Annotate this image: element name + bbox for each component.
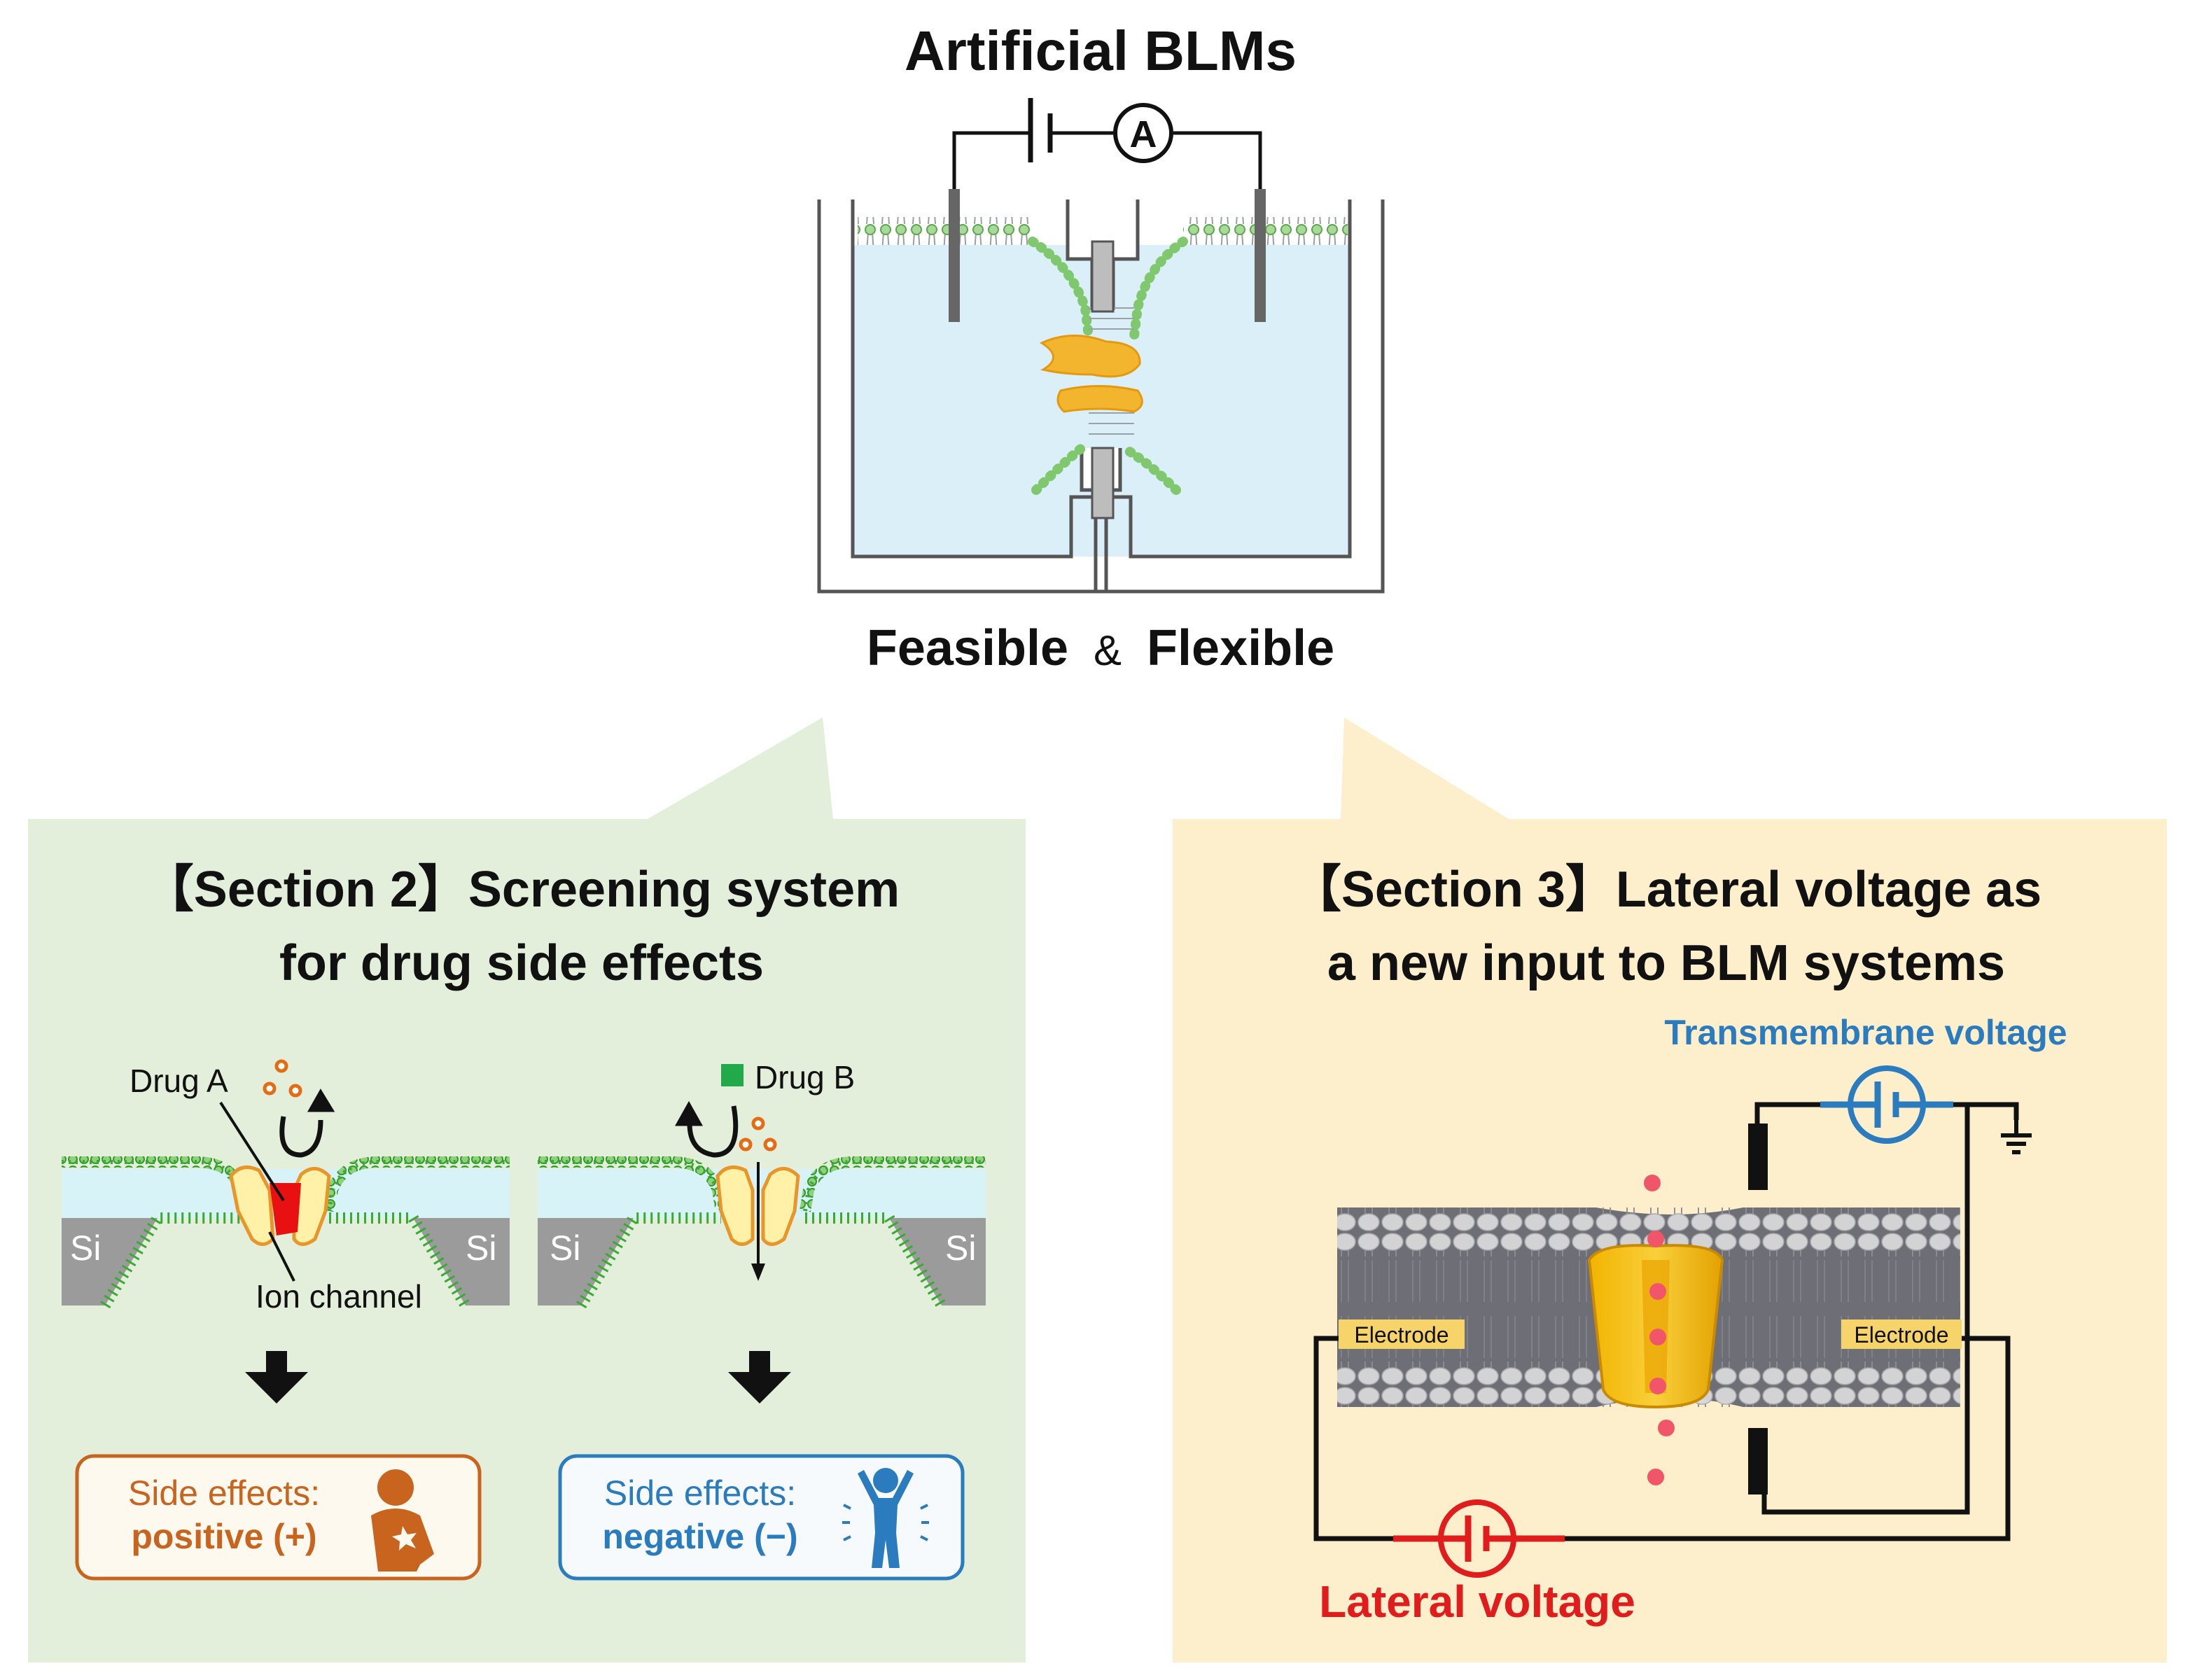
- si-label-a-right: Si: [466, 1228, 496, 1268]
- ion-dots-b: [739, 1116, 777, 1152]
- ion-flow-arrow-icon: [751, 1264, 765, 1281]
- positive-line2: positive (+): [131, 1517, 316, 1556]
- si-block-left-a: [62, 1218, 158, 1306]
- ion-channel-right-half-a: [292, 1167, 331, 1246]
- ammeter-icon: A: [1113, 103, 1173, 163]
- ion-channel-left-half-b: [715, 1166, 755, 1246]
- ion-particles: [1644, 1175, 1675, 1485]
- down-arrow-icon-b: [728, 1351, 791, 1404]
- sick-person-icon: [371, 1469, 434, 1572]
- electrode-right-label: Electrode: [1854, 1322, 1948, 1348]
- section3-title-line1: 【Section 3】Lateral voltage as: [1291, 862, 2041, 918]
- septum-electrode-lower: [1091, 447, 1115, 519]
- electrode-left: [949, 189, 960, 322]
- drug-a-block: [270, 1183, 301, 1236]
- negative-side-effect-box: Side effects: negative (−): [558, 1454, 965, 1581]
- bilayer-slopes: [1028, 237, 1188, 495]
- top-vertical-electrode: [1748, 1124, 1768, 1190]
- si-label-a-left: Si: [70, 1228, 101, 1268]
- lateral-circuit: [1313, 1336, 2011, 1541]
- lateral-battery-icon: [1438, 1499, 1516, 1578]
- si-block-left-b: [538, 1218, 634, 1306]
- section2-title-line2: for drug side effects: [279, 935, 764, 991]
- lateral-voltage-label: Lateral voltage: [1319, 1576, 1635, 1627]
- drug-b-square-icon: [721, 1064, 744, 1086]
- battery-icon: [1028, 98, 1053, 162]
- healthy-person-icon: [842, 1468, 929, 1568]
- si-label-b-right: Si: [945, 1228, 976, 1268]
- top-subtitle: Feasible & Flexible: [867, 620, 1334, 676]
- top-title: Artificial BLMs: [905, 20, 1297, 82]
- electrode-left-tag: [1339, 1320, 1465, 1349]
- ion-channel-label: Ion channel: [256, 1278, 422, 1315]
- transmembrane-voltage-label: Transmembrane voltage: [1664, 1013, 2067, 1052]
- drug-b-label: Drug B: [755, 1059, 855, 1096]
- subtitle-feasible: Feasible: [867, 620, 1068, 676]
- ground-icon: [2001, 1120, 2032, 1154]
- deflect-arrow-icon: [675, 1100, 739, 1158]
- electrode-right-tag: [1841, 1320, 1962, 1349]
- blocked-arrow-icon: [279, 1088, 335, 1158]
- subtitle-flexible: Flexible: [1147, 620, 1334, 676]
- positive-side-effect-box: Side effects: positive (+): [75, 1454, 482, 1581]
- electrode-left-label: Electrode: [1354, 1322, 1448, 1348]
- bottom-vertical-electrode: [1748, 1428, 1768, 1494]
- si-block-right-b: [889, 1218, 986, 1306]
- device-drug-b: Si Si Drug B: [538, 1059, 986, 1404]
- positive-line1: Side effects:: [128, 1474, 320, 1513]
- drug-a-label: Drug A: [130, 1063, 228, 1099]
- down-arrow-icon-a: [245, 1351, 308, 1404]
- si-block-right-a: [413, 1218, 510, 1306]
- transmembrane-battery-icon: [1848, 1065, 1926, 1144]
- section2-title-line1: 【Section 2】Screening system: [144, 862, 900, 918]
- ion-dots-a: [263, 1059, 302, 1098]
- negative-line1: Side effects:: [604, 1474, 796, 1513]
- section3-panel: 【Section 3】Lateral voltage as a new inpu…: [1173, 718, 2167, 1662]
- section3-title-line2: a new input to BLM systems: [1327, 935, 2005, 991]
- section2-panel: 【Section 2】Screening system for drug sid…: [28, 718, 1026, 1662]
- si-label-b-left: Si: [550, 1228, 580, 1268]
- ammeter-label: A: [1130, 113, 1157, 155]
- device-drug-a: Si Si Drug A Ion channel: [62, 1059, 510, 1404]
- negative-line2: negative (−): [602, 1517, 797, 1556]
- surface-monolayer-left: [858, 217, 1033, 245]
- top-diagram: Artificial BLMs A: [817, 20, 1385, 676]
- top-circuit-wire: [952, 131, 1262, 196]
- subtitle-amp: &: [1094, 627, 1122, 674]
- electrode-right: [1255, 189, 1266, 322]
- ion-channel-icon: [1039, 335, 1143, 413]
- septum-electrode-upper: [1091, 240, 1115, 313]
- ion-channel-right-half-b: [761, 1167, 800, 1246]
